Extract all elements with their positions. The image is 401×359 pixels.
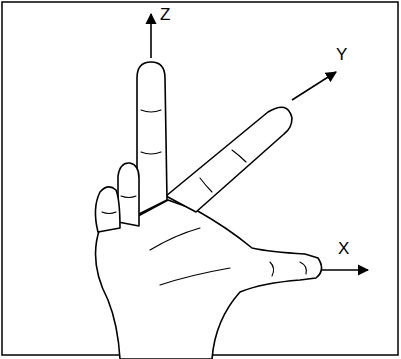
x-arrow xyxy=(322,269,368,271)
axis-label: Z xyxy=(160,6,170,23)
axis-label: Y xyxy=(336,46,347,63)
hand-creases xyxy=(102,110,306,285)
axis-label: X xyxy=(338,240,349,257)
z-arrow xyxy=(150,14,152,58)
hand xyxy=(95,62,321,359)
axis-arrows xyxy=(151,14,368,270)
y-arrow xyxy=(292,72,336,100)
